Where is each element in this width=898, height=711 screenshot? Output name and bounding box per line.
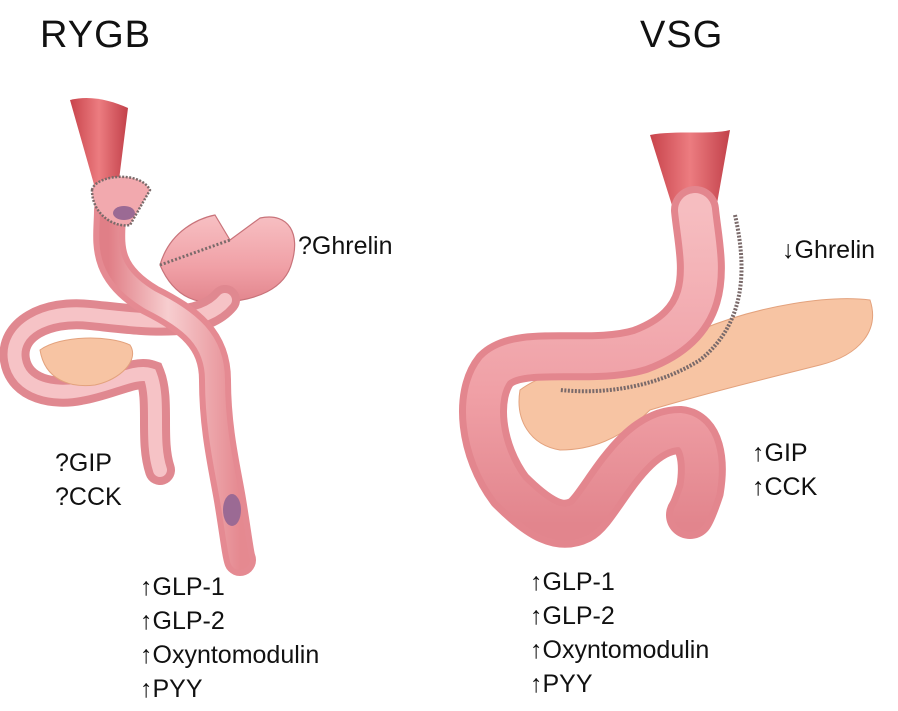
rygb-esophagus [70,98,128,188]
vsg-hormone-pyy: ↑PYY [530,667,709,701]
vsg-hormone-oxyntomodulin: ↑Oxyntomodulin [530,633,709,667]
vsg-cck-label: ↑CCK [752,470,817,504]
rygb-hormone-glp2: ↑GLP-2 [140,604,319,638]
rygb-hormone-oxyntomodulin: ↑Oxyntomodulin [140,638,319,672]
rygb-hormone-list: ↑GLP-1 ↑GLP-2 ↑Oxyntomodulin ↑PYY [140,570,319,706]
rygb-ghrelin-label: ?Ghrelin [298,234,393,259]
rygb-gip-cck-labels: ?GIP ?CCK [55,446,122,514]
vsg-gip-cck-labels: ↑GIP ↑CCK [752,436,817,504]
rygb-gip-label: ?GIP [55,446,122,480]
vsg-hormone-glp1: ↑GLP-1 [530,565,709,599]
vsg-hormone-glp2: ↑GLP-2 [530,599,709,633]
vsg-hormone-list: ↑GLP-1 ↑GLP-2 ↑Oxyntomodulin ↑PYY [530,565,709,701]
rygb-cck-label: ?CCK [55,480,122,514]
rygb-hormone-glp1: ↑GLP-1 [140,570,319,604]
vsg-ghrelin-label: ↓Ghrelin [782,238,875,263]
rygb-hormone-pyy: ↑PYY [140,672,319,706]
vsg-gip-label: ↑GIP [752,436,817,470]
